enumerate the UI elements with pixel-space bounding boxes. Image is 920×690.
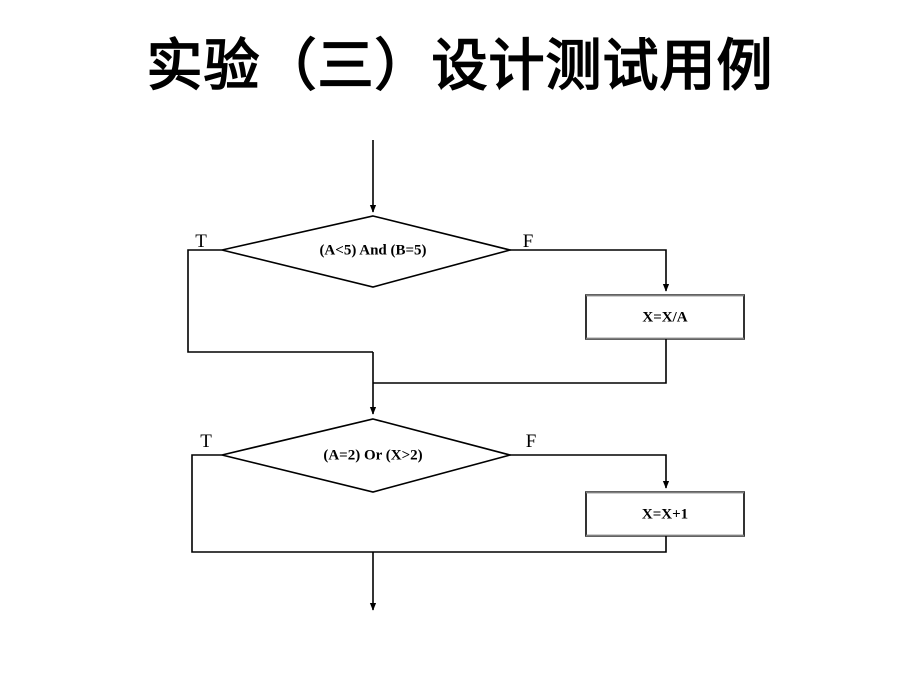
edge-decision-1-true — [187, 249, 373, 353]
edge-process-2-to-merge-2 — [373, 536, 667, 553]
decision-2-node[interactable]: (A=2) Or (X>2) — [221, 418, 514, 493]
process-1-return-path — [373, 339, 667, 384]
process-1-label: X=X/A — [642, 309, 687, 325]
decision-2-false-label: F — [526, 431, 537, 452]
process-2-return-path — [373, 536, 667, 553]
true-path-1 — [187, 249, 373, 353]
decision-2-label: (A=2) Or (X>2) — [323, 447, 422, 463]
decision-1-diamond[interactable] — [221, 215, 514, 288]
edge-decision-2-false — [510, 454, 670, 489]
edge-decision-1-false — [510, 249, 670, 292]
false-path-2 — [510, 454, 670, 489]
decision-1-label: (A<5) And (B=5) — [319, 242, 426, 258]
process-2-node[interactable]: X=X+1 — [585, 491, 745, 537]
process-2-label: X=X+1 — [642, 506, 688, 522]
edge-process-1-to-merge-1 — [373, 339, 667, 384]
false-path-1 — [510, 249, 670, 292]
decision-2-diamond[interactable] — [221, 418, 514, 493]
true-path-2 — [191, 454, 373, 553]
page-title: 实验（三）设计测试用例 — [146, 34, 774, 99]
decision-1-true-label: T — [195, 231, 207, 252]
decision-1-false-label: F — [523, 231, 534, 252]
decision-1-node[interactable]: (A<5) And (B=5) — [221, 215, 514, 288]
decision-2-true-label: T — [200, 431, 212, 452]
process-1-node[interactable]: X=X/A — [585, 294, 745, 340]
edge-decision-2-true — [191, 454, 373, 553]
